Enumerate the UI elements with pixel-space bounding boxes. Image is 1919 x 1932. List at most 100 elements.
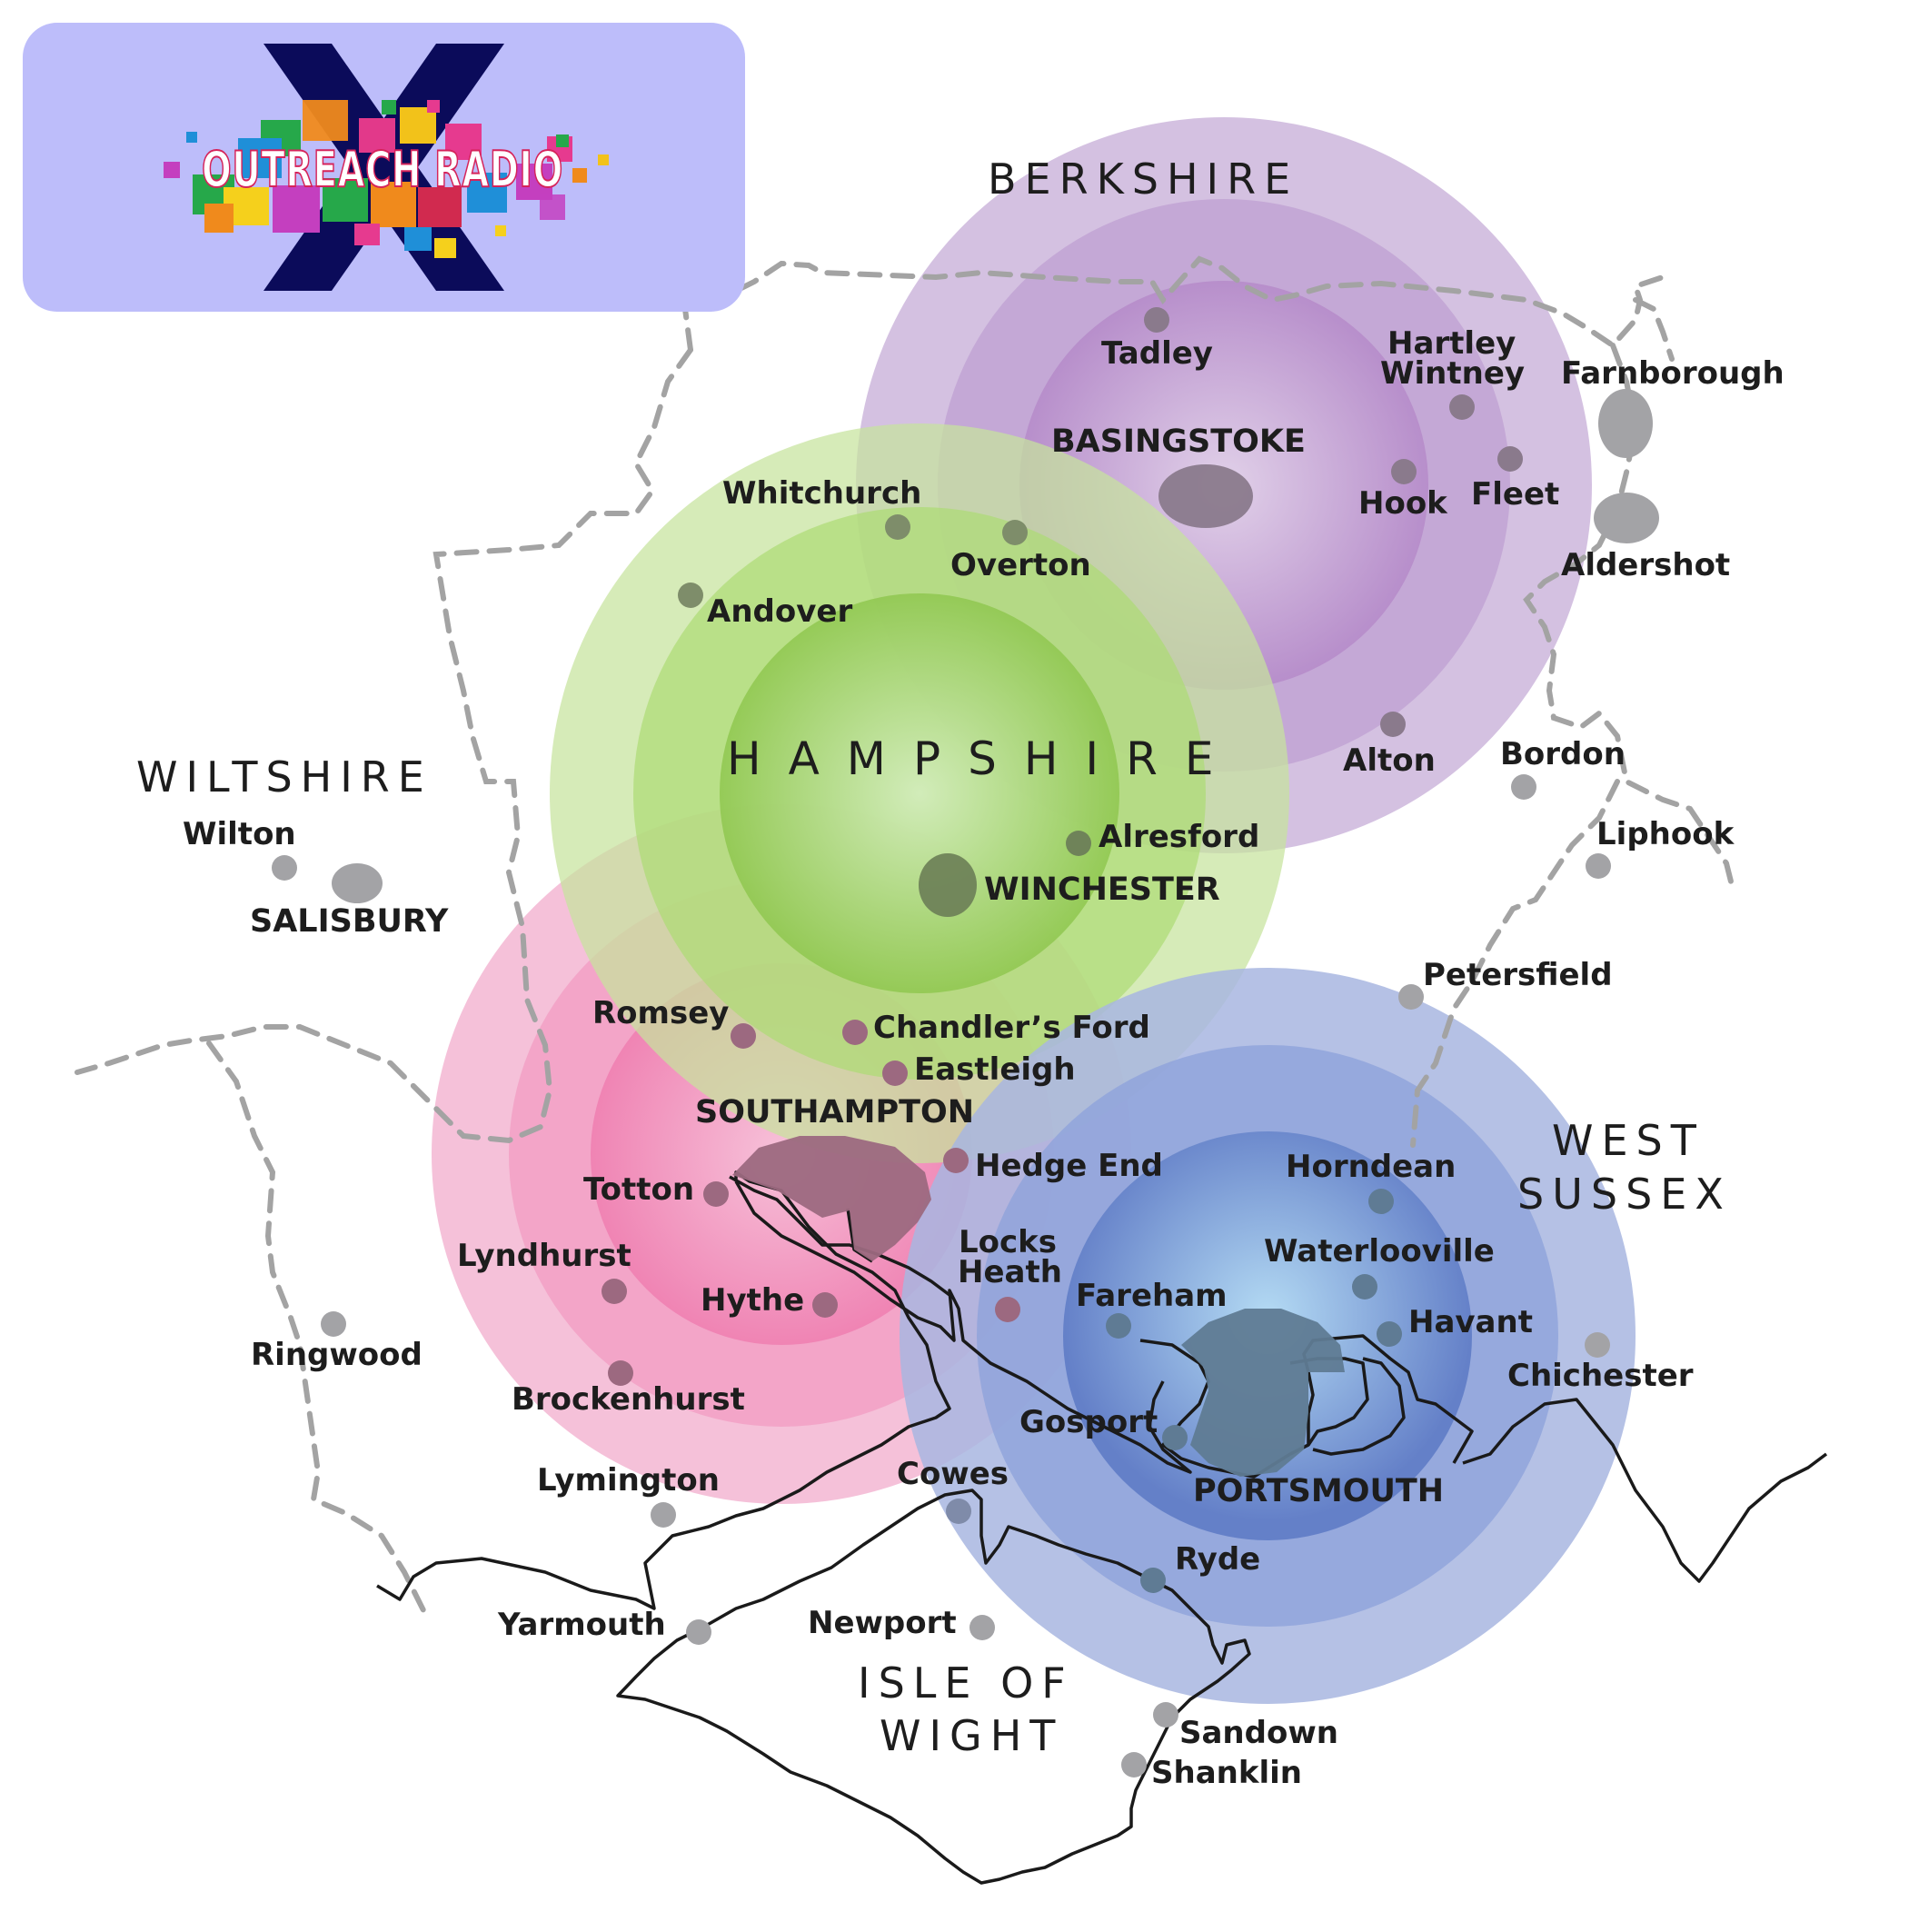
label-brockenhurst: Brockenhurst: [512, 1381, 745, 1418]
marker-romsey: [731, 1023, 756, 1049]
marker-gosport: [1162, 1425, 1188, 1450]
label-alresford: Alresford: [1099, 819, 1259, 855]
label-basingstoke: BASINGSTOKE: [1051, 423, 1306, 460]
outreach-radio-logo: OUTREACH RADIO: [23, 23, 745, 312]
label-sandown: Sandown: [1179, 1715, 1338, 1751]
label-locks-line1: Locks: [959, 1224, 1057, 1260]
marker-cowes: [946, 1499, 971, 1524]
marker-petersfield: [1398, 984, 1424, 1010]
region-west-sussex-line1: WEST: [1552, 1116, 1705, 1165]
city-blobs: [332, 389, 1659, 1477]
label-aldershot: Aldershot: [1561, 547, 1730, 583]
portsmouth-area: [1181, 1309, 1345, 1477]
marker-ringwood: [321, 1311, 346, 1337]
marker-hedge-end: [943, 1148, 969, 1173]
label-chandlers-ford: Chandler’s Ford: [873, 1010, 1150, 1046]
marker-waterlooville: [1352, 1274, 1377, 1300]
label-hedge-end: Hedge End: [975, 1148, 1163, 1184]
label-ringwood: Ringwood: [251, 1337, 423, 1373]
marker-shanklin: [1121, 1752, 1147, 1778]
region-isle-of-wight-line2: WIGHT: [880, 1711, 1063, 1760]
isle-of-wight: [616, 1489, 1251, 1885]
label-overton: Overton: [950, 547, 1091, 583]
marker-liphook: [1586, 853, 1611, 879]
label-gosport: Gosport: [1019, 1404, 1158, 1440]
marker-horndean: [1368, 1189, 1394, 1214]
county-borders: [75, 255, 1734, 1620]
label-hook: Hook: [1358, 485, 1448, 522]
basingstoke-area: [1158, 464, 1253, 528]
marker-bordon: [1511, 774, 1536, 800]
coverage-winchester: [550, 423, 1289, 1163]
logo-text: OUTREACH RADIO: [202, 141, 563, 198]
farnborough-area: [1598, 389, 1653, 458]
region-hampshire: HAMPSHIRE: [727, 732, 1241, 785]
label-winchester: WINCHESTER: [984, 871, 1220, 908]
label-romsey: Romsey: [592, 995, 729, 1031]
marker-ryde: [1140, 1568, 1166, 1593]
salisbury-area: [332, 863, 383, 903]
region-labels: BERKSHIRE WILTSHIRE HAMPSHIRE WEST SUSSE…: [136, 154, 1732, 1760]
label-fareham: Fareham: [1076, 1278, 1228, 1314]
southampton-area: [732, 1136, 931, 1261]
marker-andover: [678, 583, 703, 608]
marker-fleet: [1497, 446, 1523, 472]
label-lymington: Lymington: [537, 1462, 720, 1499]
label-havant: Havant: [1408, 1304, 1533, 1340]
region-berkshire: BERKSHIRE: [988, 154, 1298, 204]
city-labels: BASINGSTOKE WINCHESTER SOUTHAMPTON PORTS…: [250, 423, 1444, 1509]
label-locks-line2: Heath: [958, 1254, 1062, 1290]
label-wilton: Wilton: [183, 816, 296, 852]
marker-locks-heath: [995, 1297, 1020, 1322]
label-hythe: Hythe: [701, 1282, 804, 1319]
label-bordon: Bordon: [1500, 736, 1626, 772]
region-west-sussex-line2: SUSSEX: [1517, 1170, 1732, 1219]
logo-color-squares: [164, 100, 609, 258]
marker-overton: [1002, 520, 1028, 545]
label-petersfield: Petersfield: [1423, 957, 1613, 993]
label-cowes: Cowes: [897, 1456, 1009, 1492]
label-whitchurch: Whitchurch: [722, 475, 921, 512]
label-totton: Totton: [583, 1171, 694, 1208]
marker-wilton: [272, 855, 297, 881]
label-andover: Andover: [707, 593, 852, 630]
marker-havant: [1377, 1321, 1402, 1347]
label-salisbury: SALISBURY: [250, 903, 449, 940]
marker-whitchurch: [885, 514, 910, 540]
label-shanklin: Shanklin: [1151, 1755, 1302, 1791]
label-chichester: Chichester: [1507, 1358, 1694, 1394]
label-southampton: SOUTHAMPTON: [695, 1094, 974, 1130]
label-waterlooville: Waterlooville: [1264, 1233, 1495, 1270]
marker-fareham: [1106, 1313, 1131, 1339]
marker-chichester: [1585, 1332, 1610, 1358]
label-fleet: Fleet: [1471, 476, 1559, 513]
marker-hook: [1391, 459, 1417, 484]
label-hartley-line2: Wintney: [1380, 355, 1525, 392]
marker-lymington: [651, 1502, 676, 1528]
marker-chandlers-ford: [842, 1020, 868, 1045]
label-ryde: Ryde: [1175, 1541, 1260, 1578]
label-alton: Alton: [1343, 742, 1436, 779]
label-portsmouth: PORTSMOUTH: [1193, 1473, 1444, 1509]
region-wiltshire: WILTSHIRE: [136, 752, 433, 802]
label-horndean: Horndean: [1286, 1149, 1456, 1185]
region-isle-of-wight-line1: ISLE OF: [858, 1658, 1074, 1708]
marker-newport: [969, 1615, 995, 1640]
marker-alresford: [1066, 831, 1091, 856]
aldershot-area: [1594, 493, 1659, 543]
label-tadley: Tadley: [1101, 335, 1213, 372]
label-newport: Newport: [808, 1605, 957, 1641]
marker-eastleigh: [882, 1061, 908, 1086]
label-hartley-line1: Hartley: [1387, 325, 1516, 362]
town-markers: [272, 307, 1611, 1778]
winchester-area: [919, 853, 977, 917]
label-farnborough: Farnborough: [1561, 355, 1785, 392]
marker-hythe: [812, 1292, 838, 1318]
marker-yarmouth: [686, 1619, 711, 1645]
label-lyndhurst: Lyndhurst: [457, 1238, 631, 1274]
marker-brockenhurst: [608, 1360, 633, 1386]
marker-sandown: [1153, 1702, 1178, 1728]
marker-totton: [703, 1181, 729, 1207]
marker-lyndhurst: [602, 1279, 627, 1304]
